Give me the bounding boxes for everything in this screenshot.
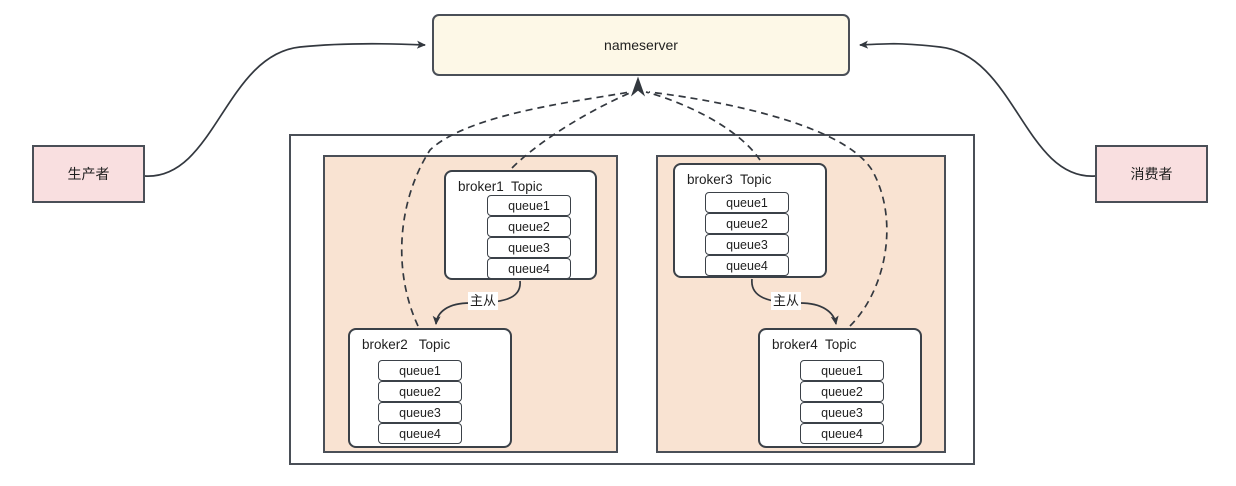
broker4-queue-1[interactable]: queue1 xyxy=(800,360,884,381)
edge-label-master-slave-left: 主从 xyxy=(468,292,499,310)
broker2-queue-3[interactable]: queue3 xyxy=(378,402,462,423)
broker4-queue-2[interactable]: queue2 xyxy=(800,381,884,402)
broker2-node[interactable]: broker2 Topic queue1 queue2 queue3 queue… xyxy=(348,328,512,448)
broker4-queue-3[interactable]: queue3 xyxy=(800,402,884,423)
broker2-queue-1[interactable]: queue1 xyxy=(378,360,462,381)
broker1-node[interactable]: broker1 Topic queue1 queue2 queue3 queue… xyxy=(444,170,597,280)
nameserver-node[interactable]: nameserver xyxy=(432,14,850,76)
broker1-queue-1[interactable]: queue1 xyxy=(487,195,571,216)
broker2-queue-4[interactable]: queue4 xyxy=(378,423,462,444)
broker1-queue-4[interactable]: queue4 xyxy=(487,258,571,279)
edge-label-master-slave-right: 主从 xyxy=(771,292,802,310)
producer-label: 生产者 xyxy=(67,166,110,182)
broker3-queue-4[interactable]: queue4 xyxy=(705,255,789,276)
broker3-node[interactable]: broker3 Topic queue1 queue2 queue3 queue… xyxy=(673,163,827,278)
broker4-node[interactable]: broker4 Topic queue1 queue2 queue3 queue… xyxy=(758,328,922,448)
broker2-queue-stack: queue1 queue2 queue3 queue4 xyxy=(378,360,462,444)
broker1-queue-3[interactable]: queue3 xyxy=(487,237,571,258)
broker4-queue-4[interactable]: queue4 xyxy=(800,423,884,444)
broker3-title: broker3 Topic xyxy=(687,172,772,187)
broker1-title: broker1 Topic xyxy=(458,179,543,194)
nameserver-inbound-arrowhead xyxy=(630,76,646,97)
broker3-queue-2[interactable]: queue2 xyxy=(705,213,789,234)
broker1-queue-2[interactable]: queue2 xyxy=(487,216,571,237)
broker4-queue-stack: queue1 queue2 queue3 queue4 xyxy=(800,360,884,444)
broker1-queue-stack: queue1 queue2 queue3 queue4 xyxy=(487,195,571,279)
broker3-queue-stack: queue1 queue2 queue3 queue4 xyxy=(705,192,789,276)
broker4-title: broker4 Topic xyxy=(772,337,857,352)
consumer-node[interactable]: 消费者 xyxy=(1095,145,1208,203)
broker3-queue-1[interactable]: queue1 xyxy=(705,192,789,213)
producer-node[interactable]: 生产者 xyxy=(32,145,145,203)
broker2-queue-2[interactable]: queue2 xyxy=(378,381,462,402)
consumer-label: 消费者 xyxy=(1130,166,1173,182)
broker2-title: broker2 Topic xyxy=(362,337,451,352)
nameserver-label: nameserver xyxy=(604,37,678,53)
broker3-queue-3[interactable]: queue3 xyxy=(705,234,789,255)
